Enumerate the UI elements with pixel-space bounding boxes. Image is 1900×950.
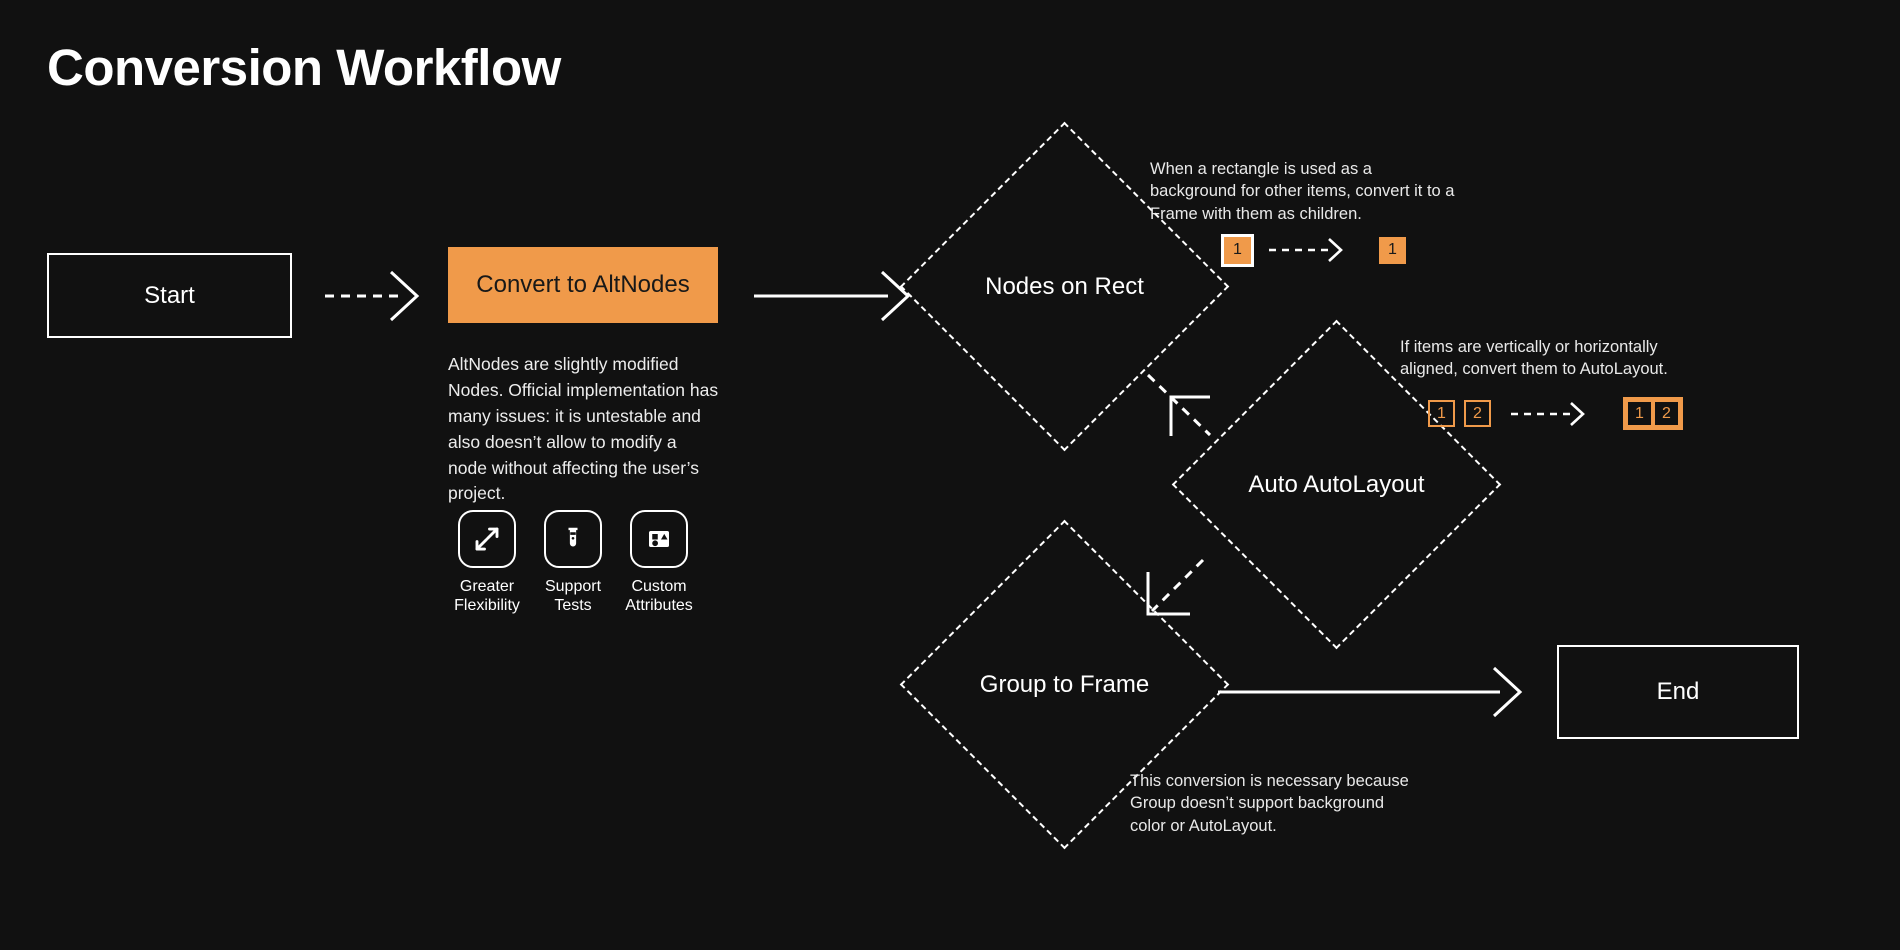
feature-caption: Greater Flexibility xyxy=(454,578,520,615)
badge-transform-arrow-icon xyxy=(1269,238,1343,262)
node-convert-label: Convert to AltNodes xyxy=(476,271,690,298)
feature-caption: Custom Attributes xyxy=(625,578,693,615)
node-auto-autolayout-label: Auto AutoLayout xyxy=(1248,470,1425,498)
annotation-nodes-on-rect-badges: 1 1 xyxy=(1221,233,1406,267)
shapes-attributes-icon xyxy=(630,510,688,568)
feature-custom-attributes[interactable]: Custom Attributes xyxy=(625,510,693,615)
feature-support-tests[interactable]: Support Tests xyxy=(541,510,605,615)
convert-description: AltNodes are slightly modified Nodes. Of… xyxy=(448,354,719,504)
connector-start-to-convert xyxy=(325,270,420,322)
badge-after-1: 1 xyxy=(1626,400,1653,427)
badge-before-1: 1 xyxy=(1428,400,1455,427)
expand-arrows-icon xyxy=(458,510,516,568)
connector-group-to-frame-to-end xyxy=(1218,666,1523,718)
page-title: Conversion Workflow xyxy=(47,39,561,96)
node-auto-autolayout[interactable]: Auto AutoLayout xyxy=(1171,319,1502,650)
badges-after-group: 1 2 xyxy=(1623,397,1683,430)
annotation-group-to-frame-text: This conversion is necessary because Gro… xyxy=(1130,772,1409,835)
test-tube-icon xyxy=(544,510,602,568)
node-start[interactable]: Start xyxy=(47,253,292,338)
feature-caption: Support Tests xyxy=(544,578,602,615)
node-end[interactable]: End xyxy=(1557,645,1799,739)
annotation-auto-autolayout-badges: 1 2 1 2 xyxy=(1428,397,1683,430)
convert-features: Greater Flexibility Support Tests xyxy=(454,510,693,615)
node-nodes-on-rect-label: Nodes on Rect xyxy=(985,272,1144,300)
feature-greater-flexibility[interactable]: Greater Flexibility xyxy=(454,510,520,615)
annotation-nodes-on-rect-text: When a rectangle is used as a background… xyxy=(1150,160,1455,223)
badge-after-1: 1 xyxy=(1379,236,1406,264)
node-convert-to-altnodes[interactable]: Convert to AltNodes xyxy=(448,247,718,323)
badge-before-2: 2 xyxy=(1464,400,1491,427)
badges-before: 1 2 xyxy=(1428,400,1491,427)
badge-before-1: 1 xyxy=(1221,233,1254,267)
node-end-label: End xyxy=(1656,678,1700,705)
node-nodes-on-rect[interactable]: Nodes on Rect xyxy=(899,121,1230,452)
connector-convert-to-nodes-on-rect xyxy=(754,270,911,322)
node-start-label: Start xyxy=(144,281,195,309)
node-group-to-frame[interactable]: Group to Frame xyxy=(899,519,1230,850)
node-group-to-frame-label: Group to Frame xyxy=(979,670,1150,698)
badge-transform-arrow-icon xyxy=(1511,401,1585,426)
annotation-auto-autolayout-text: If items are vertically or horizontally … xyxy=(1400,338,1668,379)
badge-after-2: 2 xyxy=(1653,400,1680,427)
